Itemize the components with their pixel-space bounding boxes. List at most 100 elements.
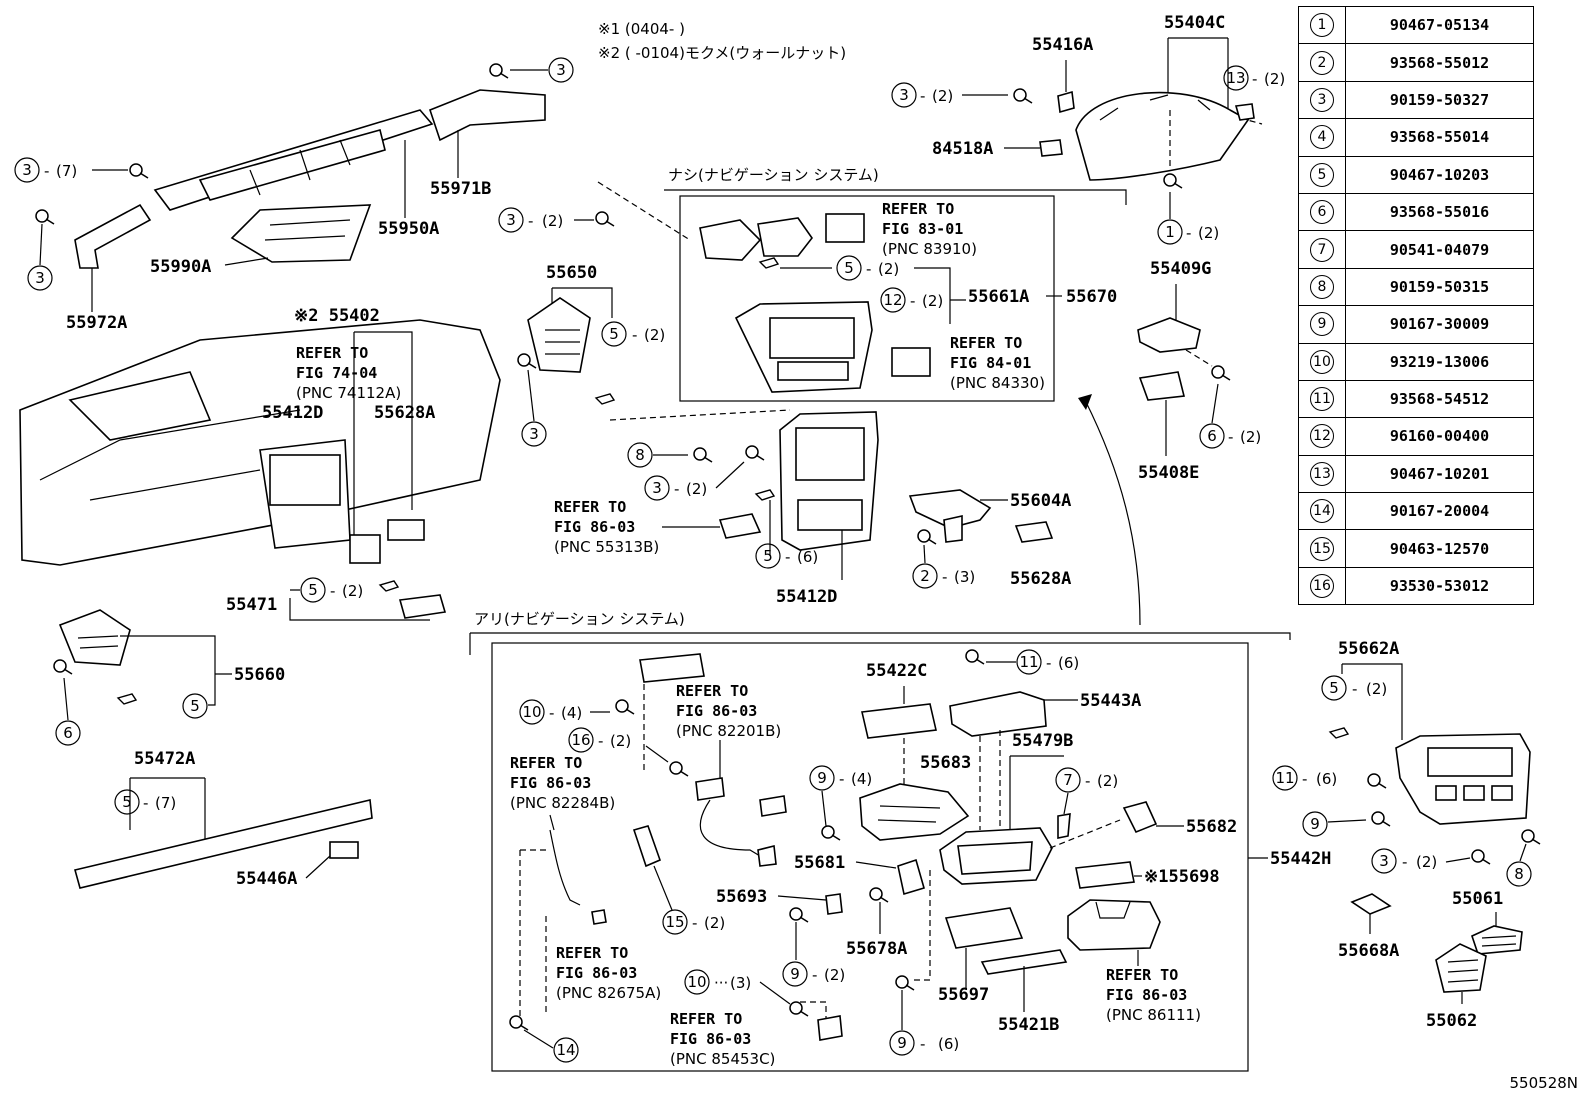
svg-text:FIG 74-04: FIG 74-04 <box>296 364 377 382</box>
duct-55972A <box>74 203 152 269</box>
legend-ref-number: 1 <box>1310 13 1334 38</box>
svg-text:1: 1 <box>1165 223 1175 241</box>
svg-text:11: 11 <box>1275 769 1294 787</box>
svg-text:8: 8 <box>635 446 645 464</box>
svg-text:REFER TO: REFER TO <box>676 682 748 700</box>
svg-text:REFER TO: REFER TO <box>510 754 582 772</box>
svg-text:-: - <box>1302 770 1307 788</box>
svg-text:-: - <box>549 704 554 722</box>
svg-text:2: 2 <box>920 567 930 585</box>
svg-text:-: - <box>812 966 817 984</box>
clip-icon <box>755 489 775 501</box>
legend-part-number: 90541-04079 <box>1345 230 1534 269</box>
bracket-55604A <box>908 489 992 543</box>
svg-text:-: - <box>839 770 844 788</box>
section-title-with-nav: アリ(ナビゲーション システム) <box>474 610 685 628</box>
svg-text:-: - <box>598 732 603 750</box>
part-label-55472A: 55472A <box>134 749 195 769</box>
svg-text:-: - <box>785 548 790 566</box>
svg-text:9: 9 <box>817 769 827 787</box>
legend-ref-cell: 15 <box>1298 529 1346 568</box>
svg-text:15: 15 <box>665 913 684 931</box>
switch-84330 <box>891 347 931 377</box>
strip-55421B <box>980 949 1068 975</box>
svg-text:(PNC 84330): (PNC 84330) <box>950 374 1045 392</box>
part-label-55402: ※2 55402 <box>294 306 380 326</box>
part-label-55650: 55650 <box>546 263 597 283</box>
svg-text:3: 3 <box>899 86 909 104</box>
pocket-55408E <box>1138 371 1185 401</box>
svg-text:6: 6 <box>63 724 73 742</box>
legend-ref-cell: 6 <box>1298 192 1346 232</box>
svg-text:(6): (6) <box>1058 654 1079 672</box>
svg-text:(2): (2) <box>824 966 845 984</box>
part-label-55697: 55697 <box>938 985 989 1005</box>
part-label-55446A: 55446A <box>236 869 297 889</box>
svg-text:-: - <box>942 568 947 586</box>
screw-icon <box>965 649 985 665</box>
svg-text:12: 12 <box>883 291 902 309</box>
part-label-55404C: 55404C <box>1164 13 1225 33</box>
label-55668A <box>1350 893 1392 915</box>
svg-text:-: - <box>910 292 915 310</box>
part-label-55421B: 55421B <box>998 1015 1059 1035</box>
register-55990A <box>230 204 372 263</box>
svg-text:-: - <box>674 480 679 498</box>
svg-text:REFER TO: REFER TO <box>1106 966 1178 984</box>
svg-text:FIG 84-01: FIG 84-01 <box>950 354 1031 372</box>
part-label-55971B: 55971B <box>430 179 491 199</box>
bracket-55409G <box>1137 317 1201 353</box>
svg-text:FIG 83-01: FIG 83-01 <box>882 220 963 238</box>
module-82201B <box>639 653 705 683</box>
svg-text:FIG 86-03: FIG 86-03 <box>554 518 635 536</box>
screw-icon <box>595 211 615 227</box>
register-55061 <box>1471 925 1523 955</box>
part-label-55409G: 55409G <box>1150 259 1211 279</box>
switch-83910 <box>825 213 865 243</box>
sensor-82675A <box>591 909 607 925</box>
part-label-55412D-lower: 55412D <box>776 587 837 607</box>
part-label-55662A: 55662A <box>1338 639 1399 659</box>
part-label-55061: 55061 <box>1452 889 1503 909</box>
legend-ref-number: 4 <box>1310 125 1334 150</box>
svg-text:(2): (2) <box>686 480 707 498</box>
svg-text:FIG 86-03: FIG 86-03 <box>676 702 757 720</box>
svg-text:9: 9 <box>1310 815 1320 833</box>
legend-ref-cell: 8 <box>1298 267 1346 307</box>
svg-text:(PNC 74112A): (PNC 74112A) <box>296 384 401 402</box>
panel-55412D <box>779 411 879 551</box>
svg-text:(7): (7) <box>155 794 176 812</box>
legend-part-number: 90463-12570 <box>1345 529 1534 568</box>
legend-ref-number: 9 <box>1310 312 1334 337</box>
legend-ref-number: 3 <box>1310 87 1334 112</box>
screw-icon <box>1163 173 1183 189</box>
svg-text:14: 14 <box>556 1041 575 1059</box>
screw-icon <box>789 1001 809 1017</box>
legend-part-number: 90467-10203 <box>1345 155 1534 194</box>
part-label-55678A: 55678A <box>846 939 907 959</box>
legend-ref-number: 7 <box>1310 237 1334 262</box>
svg-text:(2): (2) <box>342 582 363 600</box>
screw-icon <box>489 63 509 79</box>
screw-7 <box>1057 813 1071 839</box>
clip-icon <box>117 693 137 705</box>
svg-text:-: - <box>44 162 49 180</box>
screw-icon <box>669 761 689 777</box>
instrument-panel <box>19 319 501 566</box>
part-label-55422C: 55422C <box>866 661 927 681</box>
legend-part-number: 90167-20004 <box>1345 492 1534 531</box>
legend-part-number: 96160-00400 <box>1345 417 1534 456</box>
part-label-55668A: 55668A <box>1338 941 1399 961</box>
clip-icon <box>595 393 615 405</box>
section-title-without-nav: ナシ(ナビゲーション システム) <box>668 166 879 184</box>
svg-text:FIG 86-03: FIG 86-03 <box>556 964 637 982</box>
svg-text:(2): (2) <box>922 292 943 310</box>
duct-55950A <box>153 89 546 211</box>
legend-ref-cell: 10 <box>1298 342 1346 381</box>
svg-text:-: - <box>330 582 335 600</box>
